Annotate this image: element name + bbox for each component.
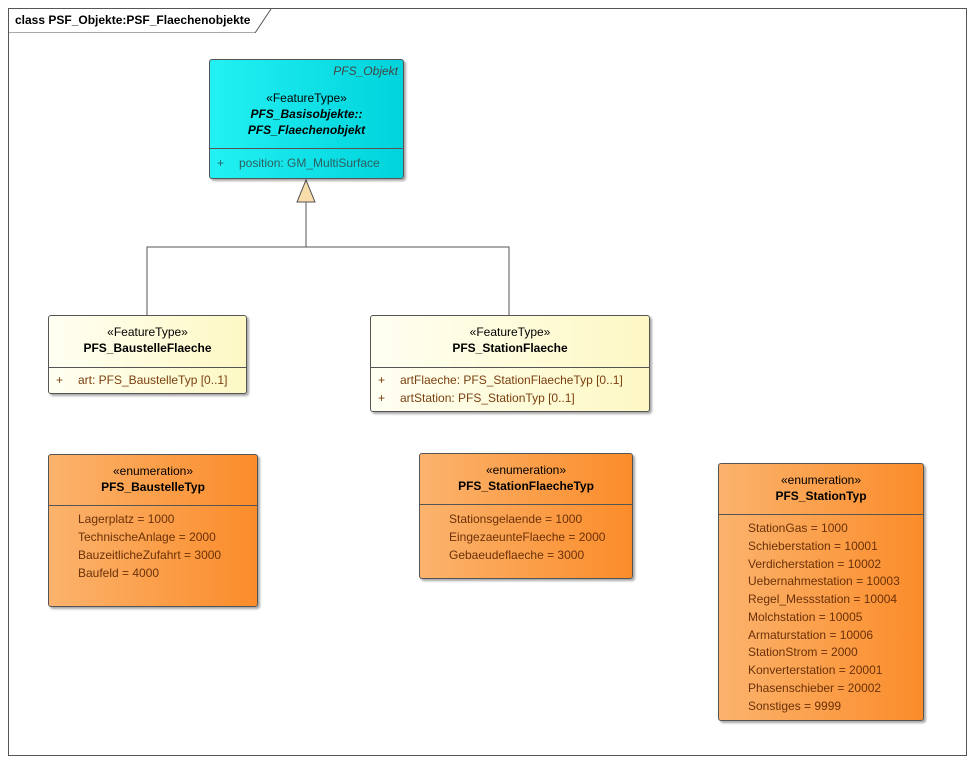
enum-stereotype: «enumeration» [780, 473, 862, 487]
enum-literal: Uebernahmestation = 10003 [748, 574, 900, 588]
class-attribute: +artFlaeche: PFS_StationFlaecheTyp [0..1… [378, 373, 623, 387]
enum-separator [420, 504, 632, 505]
enum-literal: Sonstiges = 9999 [748, 699, 842, 713]
frame-tab-outline [8, 8, 272, 33]
enum-literal: Phasenschieber = 20002 [748, 681, 882, 695]
parent-class-ref: PFS_Objekt [333, 64, 398, 78]
enum-literal: TechnischeAnlage = 2000 [78, 530, 216, 544]
enum-pfs-baustelletyp[interactable]: «enumeration» PFS_BaustelleTyp Lagerplat… [48, 454, 258, 607]
diagram-frame [8, 8, 967, 756]
class-separator [371, 367, 649, 368]
class-name: PFS_Flaechenobjekt [247, 123, 366, 137]
class-pfs-stationflaeche[interactable]: «FeatureType» PFS_StationFlaeche +artFla… [370, 315, 650, 412]
class-attribute: +art: PFS_BaustelleTyp [0..1] [56, 373, 228, 387]
enum-literal: Schieberstation = 10001 [748, 539, 878, 553]
class-separator [49, 367, 246, 368]
class-name: PFS_BaustelleFlaeche [83, 341, 212, 355]
enum-name: PFS_StationFlaecheTyp [458, 479, 594, 493]
enum-literal: StationGas = 1000 [748, 521, 848, 535]
enum-literal: Lagerplatz = 1000 [78, 512, 175, 526]
enum-literal: Konverterstation = 20001 [748, 663, 883, 677]
diagram-title: class PSF_Objekte:PSF_Flaechenobjekte [15, 13, 251, 27]
class-attribute: +artStation: PFS_StationTyp [0..1] [378, 391, 575, 405]
class-attribute: +position: GM_MultiSurface [217, 156, 380, 170]
class-stereotype: «FeatureType» [469, 325, 551, 339]
enum-literal: Molchstation = 10005 [748, 610, 863, 624]
enum-separator [719, 514, 923, 515]
enum-literal: BauzeitlicheZufahrt = 3000 [78, 548, 222, 562]
class-stereotype: «FeatureType» [266, 91, 347, 105]
enum-literal: Armaturstation = 10006 [748, 628, 874, 642]
enum-literal: Regel_Messstation = 10004 [748, 592, 898, 606]
class-pfs-flaechenobjekt[interactable]: PFS_Objekt «FeatureType» PFS_Basisobjekt… [209, 59, 404, 179]
enum-name: PFS_StationTyp [775, 489, 867, 503]
enum-literal: EingezaeunteFlaeche = 2000 [449, 530, 606, 544]
enum-literal: Verdicherstation = 10002 [748, 557, 882, 571]
class-name: PFS_StationFlaeche [452, 341, 568, 355]
enum-stereotype: «enumeration» [485, 463, 567, 477]
enum-literal: Gebaeudeflaeche = 3000 [449, 548, 585, 562]
class-separator [210, 148, 403, 149]
enum-pfs-stationtyp[interactable]: «enumeration» PFS_StationTyp StationGas … [718, 463, 924, 721]
generalization-line-baustelle [146, 202, 307, 315]
enum-literal: Baufeld = 4000 [78, 566, 160, 580]
enum-name: PFS_BaustelleTyp [101, 480, 205, 494]
enum-stereotype: «enumeration» [112, 464, 194, 478]
class-pfs-baustelleflaeche[interactable]: «FeatureType» PFS_BaustelleFlaeche +art:… [48, 315, 247, 394]
enum-literal: StationStrom = 2000 [748, 645, 858, 659]
enum-literal: Stationsgelaende = 1000 [449, 512, 583, 526]
class-name-package: PFS_Basisobjekte:: [250, 107, 363, 121]
generalization-arrowhead [296, 178, 316, 203]
generalization-line-station [306, 246, 510, 315]
enum-pfs-stationflaechetyp[interactable]: «enumeration» PFS_StationFlaecheTyp Stat… [419, 453, 633, 579]
enum-separator [49, 505, 257, 506]
class-stereotype: «FeatureType» [107, 325, 188, 339]
